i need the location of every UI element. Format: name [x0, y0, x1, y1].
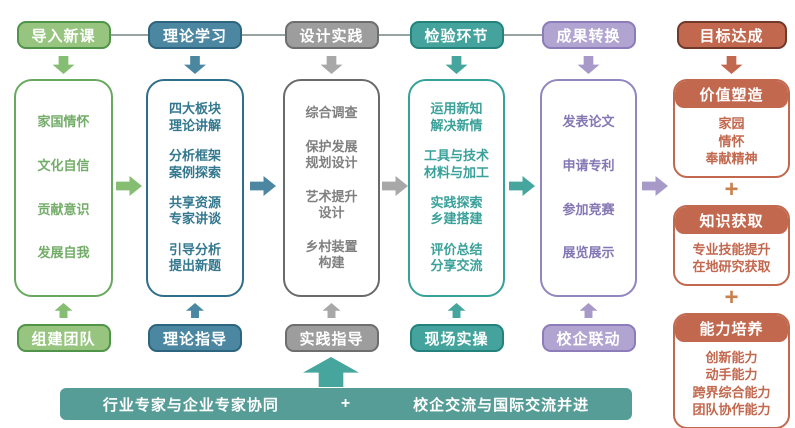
list-item: 文化自信: [37, 158, 90, 174]
connector-line: [376, 34, 411, 36]
list-item: 实践探索 乡建搭建: [430, 195, 483, 227]
list-item: 四大板块 理论讲解: [168, 101, 221, 133]
stage-column-check: 检验环节 运用新知 解决新情 工具与技术 材料与加工 实践探索 乡建搭建 评价总…: [408, 0, 505, 428]
list-item: 分析框架 案例探索: [168, 148, 221, 180]
stage-column-results: 成果转换 发表论文 申请专利 参加竞赛 展览展示 校企联动: [540, 0, 637, 428]
stage-column-intro: 导入新课 家国情怀 文化自信 贡献意识 发展自我 组建团队: [14, 0, 113, 428]
bottom-bar-right-text: 校企交流与国际交流并进: [413, 396, 590, 414]
stage-footer-button: 理论指导: [148, 324, 242, 352]
arrow-right-icon: [382, 176, 408, 196]
stage-header: 检验环节: [409, 21, 504, 49]
list-item: 引导分析 提出新题: [168, 242, 221, 274]
arrow-up-icon: [186, 303, 204, 318]
goal-group-title: 知识获取: [675, 206, 788, 234]
stage-column-design: 设计实践 综合调查 保护发展 规划设计 艺术提升 设计 乡村装置 构建 实践指导: [283, 0, 380, 428]
plus-icon: +: [724, 175, 739, 203]
arrow-up-icon: [579, 303, 598, 318]
stage-list: 发表论文 申请专利 参加竞赛 展览展示: [540, 79, 637, 297]
connector-line: [240, 34, 286, 36]
arrow-down-icon: [720, 56, 743, 74]
goal-group-knowledge: 知识获取 专业技能提升 在地研究获取: [673, 204, 790, 286]
stage-header: 导入新课: [16, 21, 111, 49]
stage-footer-button: 校企联动: [541, 324, 636, 352]
arrow-right-icon: [116, 176, 142, 196]
arrow-down-icon: [445, 56, 468, 74]
arrow-up-icon: [322, 303, 341, 318]
plus-icon: +: [724, 283, 739, 311]
goal-header: 目标达成: [676, 21, 787, 49]
arrow-right-icon: [642, 176, 668, 196]
stage-footer-button: 现场实操: [409, 324, 504, 352]
bottom-bar-plus: +: [340, 395, 352, 412]
stage-header: 理论学习: [148, 21, 242, 49]
stage-footer-button: 实践指导: [284, 324, 379, 352]
list-item: 发展自我: [37, 245, 90, 261]
arrow-down-icon: [577, 56, 600, 74]
stage-list: 运用新知 解决新情 工具与技术 材料与加工 实践探索 乡建搭建 评价总结 分享交…: [408, 79, 505, 297]
list-item: 家国情怀: [37, 114, 90, 130]
arrow-down-icon: [184, 56, 206, 74]
arrow-down-icon: [320, 56, 343, 74]
list-item: 发表论文: [562, 114, 615, 130]
arrow-right-icon: [509, 176, 535, 196]
arrow-up-icon: [54, 303, 73, 318]
list-item: 运用新知 解决新情: [430, 101, 483, 133]
goal-group-body: 创新能力 动手能力 跨界综合能力 团队协作能力: [692, 349, 771, 418]
list-item: 共享资源 专家讲谈: [168, 195, 221, 227]
stage-column-theory: 理论学习 四大板块 理论讲解 分析框架 案例探索 共享资源 专家讲谈 引导分析 …: [146, 0, 244, 428]
list-item: 工具与技术 材料与加工: [423, 148, 489, 180]
arrow-up-icon: [447, 303, 466, 318]
arrow-down-icon: [52, 56, 75, 74]
stage-list: 四大板块 理论讲解 分析框架 案例探索 共享资源 专家讲谈 引导分析 提出新题: [146, 79, 244, 297]
list-item: 保护发展 规划设计: [305, 138, 358, 170]
goal-group-title: 价值塑造: [675, 81, 788, 108]
stage-list: 家国情怀 文化自信 贡献意识 发展自我: [14, 79, 113, 297]
arrow-right-icon: [250, 176, 276, 196]
list-item: 贡献意识: [37, 201, 90, 217]
stage-footer-button: 组建团队: [16, 324, 111, 352]
list-item: 评价总结 分享交流: [430, 242, 483, 274]
list-item: 艺术提升 设计: [305, 188, 358, 220]
list-item: 申请专利: [562, 158, 615, 174]
goal-group-values: 价值塑造 家园 情怀 奉献精神: [673, 79, 790, 178]
connector-line: [501, 34, 543, 36]
list-item: 乡村装置 构建: [305, 238, 358, 271]
stage-list: 综合调查 保护发展 规划设计 艺术提升 设计 乡村装置 构建: [283, 79, 380, 297]
connector-line: [108, 34, 150, 36]
stage-header: 设计实践: [284, 21, 379, 49]
goal-group-body: 家园 情怀 奉献精神: [705, 116, 758, 167]
stage-header: 成果转换: [541, 21, 636, 49]
list-item: 参加竞赛: [562, 201, 615, 217]
bottom-bar-left-text: 行业专家与企业专家协同: [102, 396, 279, 414]
list-item: 展览展示: [562, 245, 615, 261]
goal-group-ability: 能力培养 创新能力 动手能力 跨界综合能力 团队协作能力: [673, 312, 790, 428]
goal-group-body: 专业技能提升 在地研究获取: [692, 241, 771, 275]
bottom-bar: 行业专家与企业专家协同 + 校企交流与国际交流并进: [60, 388, 632, 420]
goal-column: 目标达成 价值塑造 家园 情怀 奉献精神 + 知识获取 专业技能提升 在地研究获…: [673, 0, 790, 428]
list-item: 综合调查: [305, 104, 358, 120]
goal-group-title: 能力培养: [675, 314, 788, 342]
